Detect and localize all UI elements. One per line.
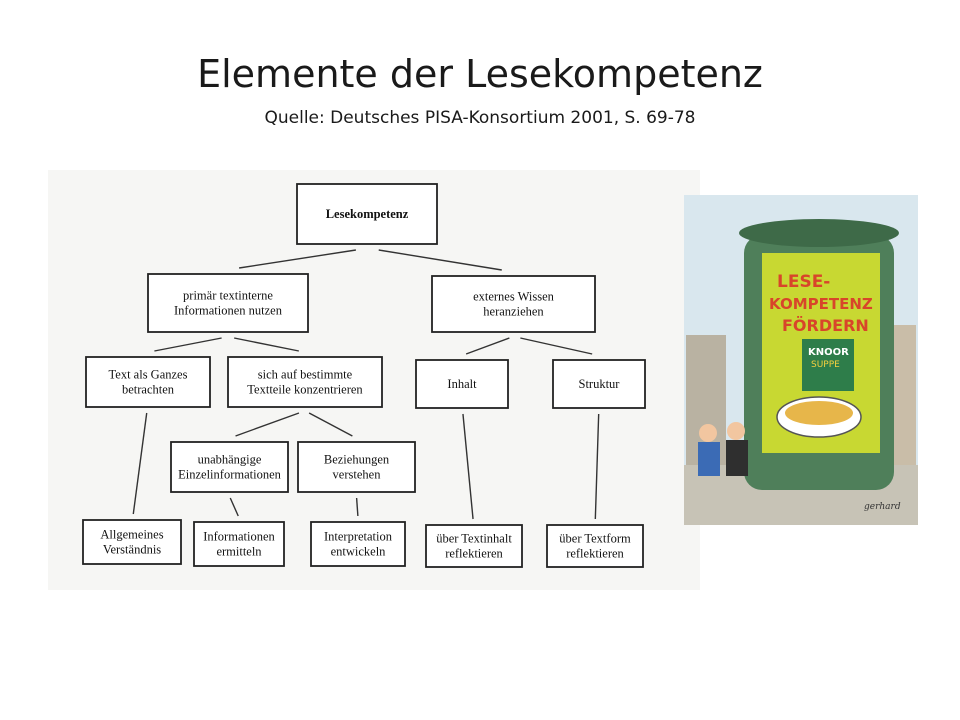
node-label-inhalt: Inhalt xyxy=(447,377,477,391)
node-label-ermitteln: ermitteln xyxy=(216,545,262,559)
node-box-lesekompetenz xyxy=(296,183,438,245)
edge-textteile-beziehungen xyxy=(308,412,353,437)
edge-textteile-unabhaengig xyxy=(235,412,300,437)
node-box-externes xyxy=(431,275,596,333)
node-label-textform: reflektieren xyxy=(566,547,624,561)
node-box-textinhalt xyxy=(425,524,523,568)
node-label-lesekompetenz: Lesekompetenz xyxy=(326,207,409,221)
node-label-textinhalt: über Textinhalt xyxy=(436,532,512,546)
node-label-struktur: Struktur xyxy=(579,377,621,391)
node-box-ermitteln xyxy=(193,521,285,567)
node-box-struktur xyxy=(552,359,646,409)
node-label-textform: über Textform xyxy=(559,532,631,546)
node-label-textteile: Textteile konzentrieren xyxy=(247,383,363,397)
litfass-column-illustration: LESE- KOMPETENZ FÖRDERN KNOOR SUPPE gerh… xyxy=(684,195,918,525)
node-label-textteile: sich auf bestimmte xyxy=(258,368,353,382)
node-label-allgemein: Allgemeines xyxy=(100,528,163,542)
edge-primaer-textteile xyxy=(234,337,299,352)
node-box-unabhaengig xyxy=(170,441,289,493)
node-lesekompetenz: Lesekompetenz xyxy=(296,183,438,245)
node-box-primaer xyxy=(147,273,309,333)
node-label-ganzes: betrachten xyxy=(122,383,175,397)
poster-line-1: LESE- xyxy=(777,272,830,292)
child-head-right xyxy=(727,422,745,440)
child-head-left xyxy=(699,424,717,442)
node-label-interpretation: Interpretation xyxy=(324,530,393,544)
edge-externes-struktur xyxy=(520,337,593,355)
node-label-unabhaengig: unabhängige xyxy=(198,453,262,467)
child-body-right xyxy=(726,440,748,476)
edge-externes-inhalt xyxy=(465,337,510,355)
node-box-textform xyxy=(546,524,644,568)
node-struktur: Struktur xyxy=(552,359,646,409)
node-label-primaer: Informationen nutzen xyxy=(174,304,283,318)
node-inhalt: Inhalt xyxy=(415,359,509,409)
soup-brand: KNOOR xyxy=(808,347,849,358)
soup-package xyxy=(802,339,854,391)
node-label-externes: heranziehen xyxy=(483,305,544,319)
node-label-primaer: primär textinterne xyxy=(183,289,273,303)
node-box-beziehungen xyxy=(297,441,416,493)
node-label-externes: externes Wissen xyxy=(473,290,555,304)
node-label-interpretation: entwickeln xyxy=(331,545,387,559)
node-label-ganzes: Text als Ganzes xyxy=(109,368,188,382)
edge-ganzes-allgemein xyxy=(132,412,148,515)
edge-unabhaengig-ermitteln xyxy=(229,497,239,517)
node-label-beziehungen: Beziehungen xyxy=(324,453,390,467)
node-label-beziehungen: verstehen xyxy=(333,468,382,482)
soup xyxy=(785,401,853,425)
node-label-allgemein: Verständnis xyxy=(103,543,161,557)
node-box-interpretation xyxy=(310,521,406,567)
poster-line-2: KOMPETENZ xyxy=(769,295,873,313)
edge-inhalt-textinhalt xyxy=(462,413,474,520)
edge-struktur-textform xyxy=(594,413,600,520)
node-label-ermitteln: Informationen xyxy=(203,530,275,544)
edge-primaer-ganzes xyxy=(154,337,222,352)
edge-beziehungen-interpretation xyxy=(355,497,359,517)
node-label-unabhaengig: Einzelinformationen xyxy=(178,468,281,482)
edge-lesekompetenz-primaer xyxy=(239,249,356,269)
node-box-textteile xyxy=(227,356,383,408)
node-box-allgemein xyxy=(82,519,182,565)
slide-title: Elemente der Lesekompetenz xyxy=(197,52,763,96)
poster-line-3: FÖRDERN xyxy=(782,316,869,335)
artist-signature: gerhard xyxy=(864,502,901,512)
node-box-inhalt xyxy=(415,359,509,409)
slide-subtitle: Quelle: Deutsches PISA-Konsortium 2001, … xyxy=(264,108,696,128)
soup-brand-sub: SUPPE xyxy=(811,360,840,370)
node-label-textinhalt: reflektieren xyxy=(445,547,503,561)
node-box-ganzes xyxy=(85,356,211,408)
pillar-cap xyxy=(739,219,899,247)
edge-lesekompetenz-externes xyxy=(378,249,502,271)
child-body-left xyxy=(698,442,720,476)
